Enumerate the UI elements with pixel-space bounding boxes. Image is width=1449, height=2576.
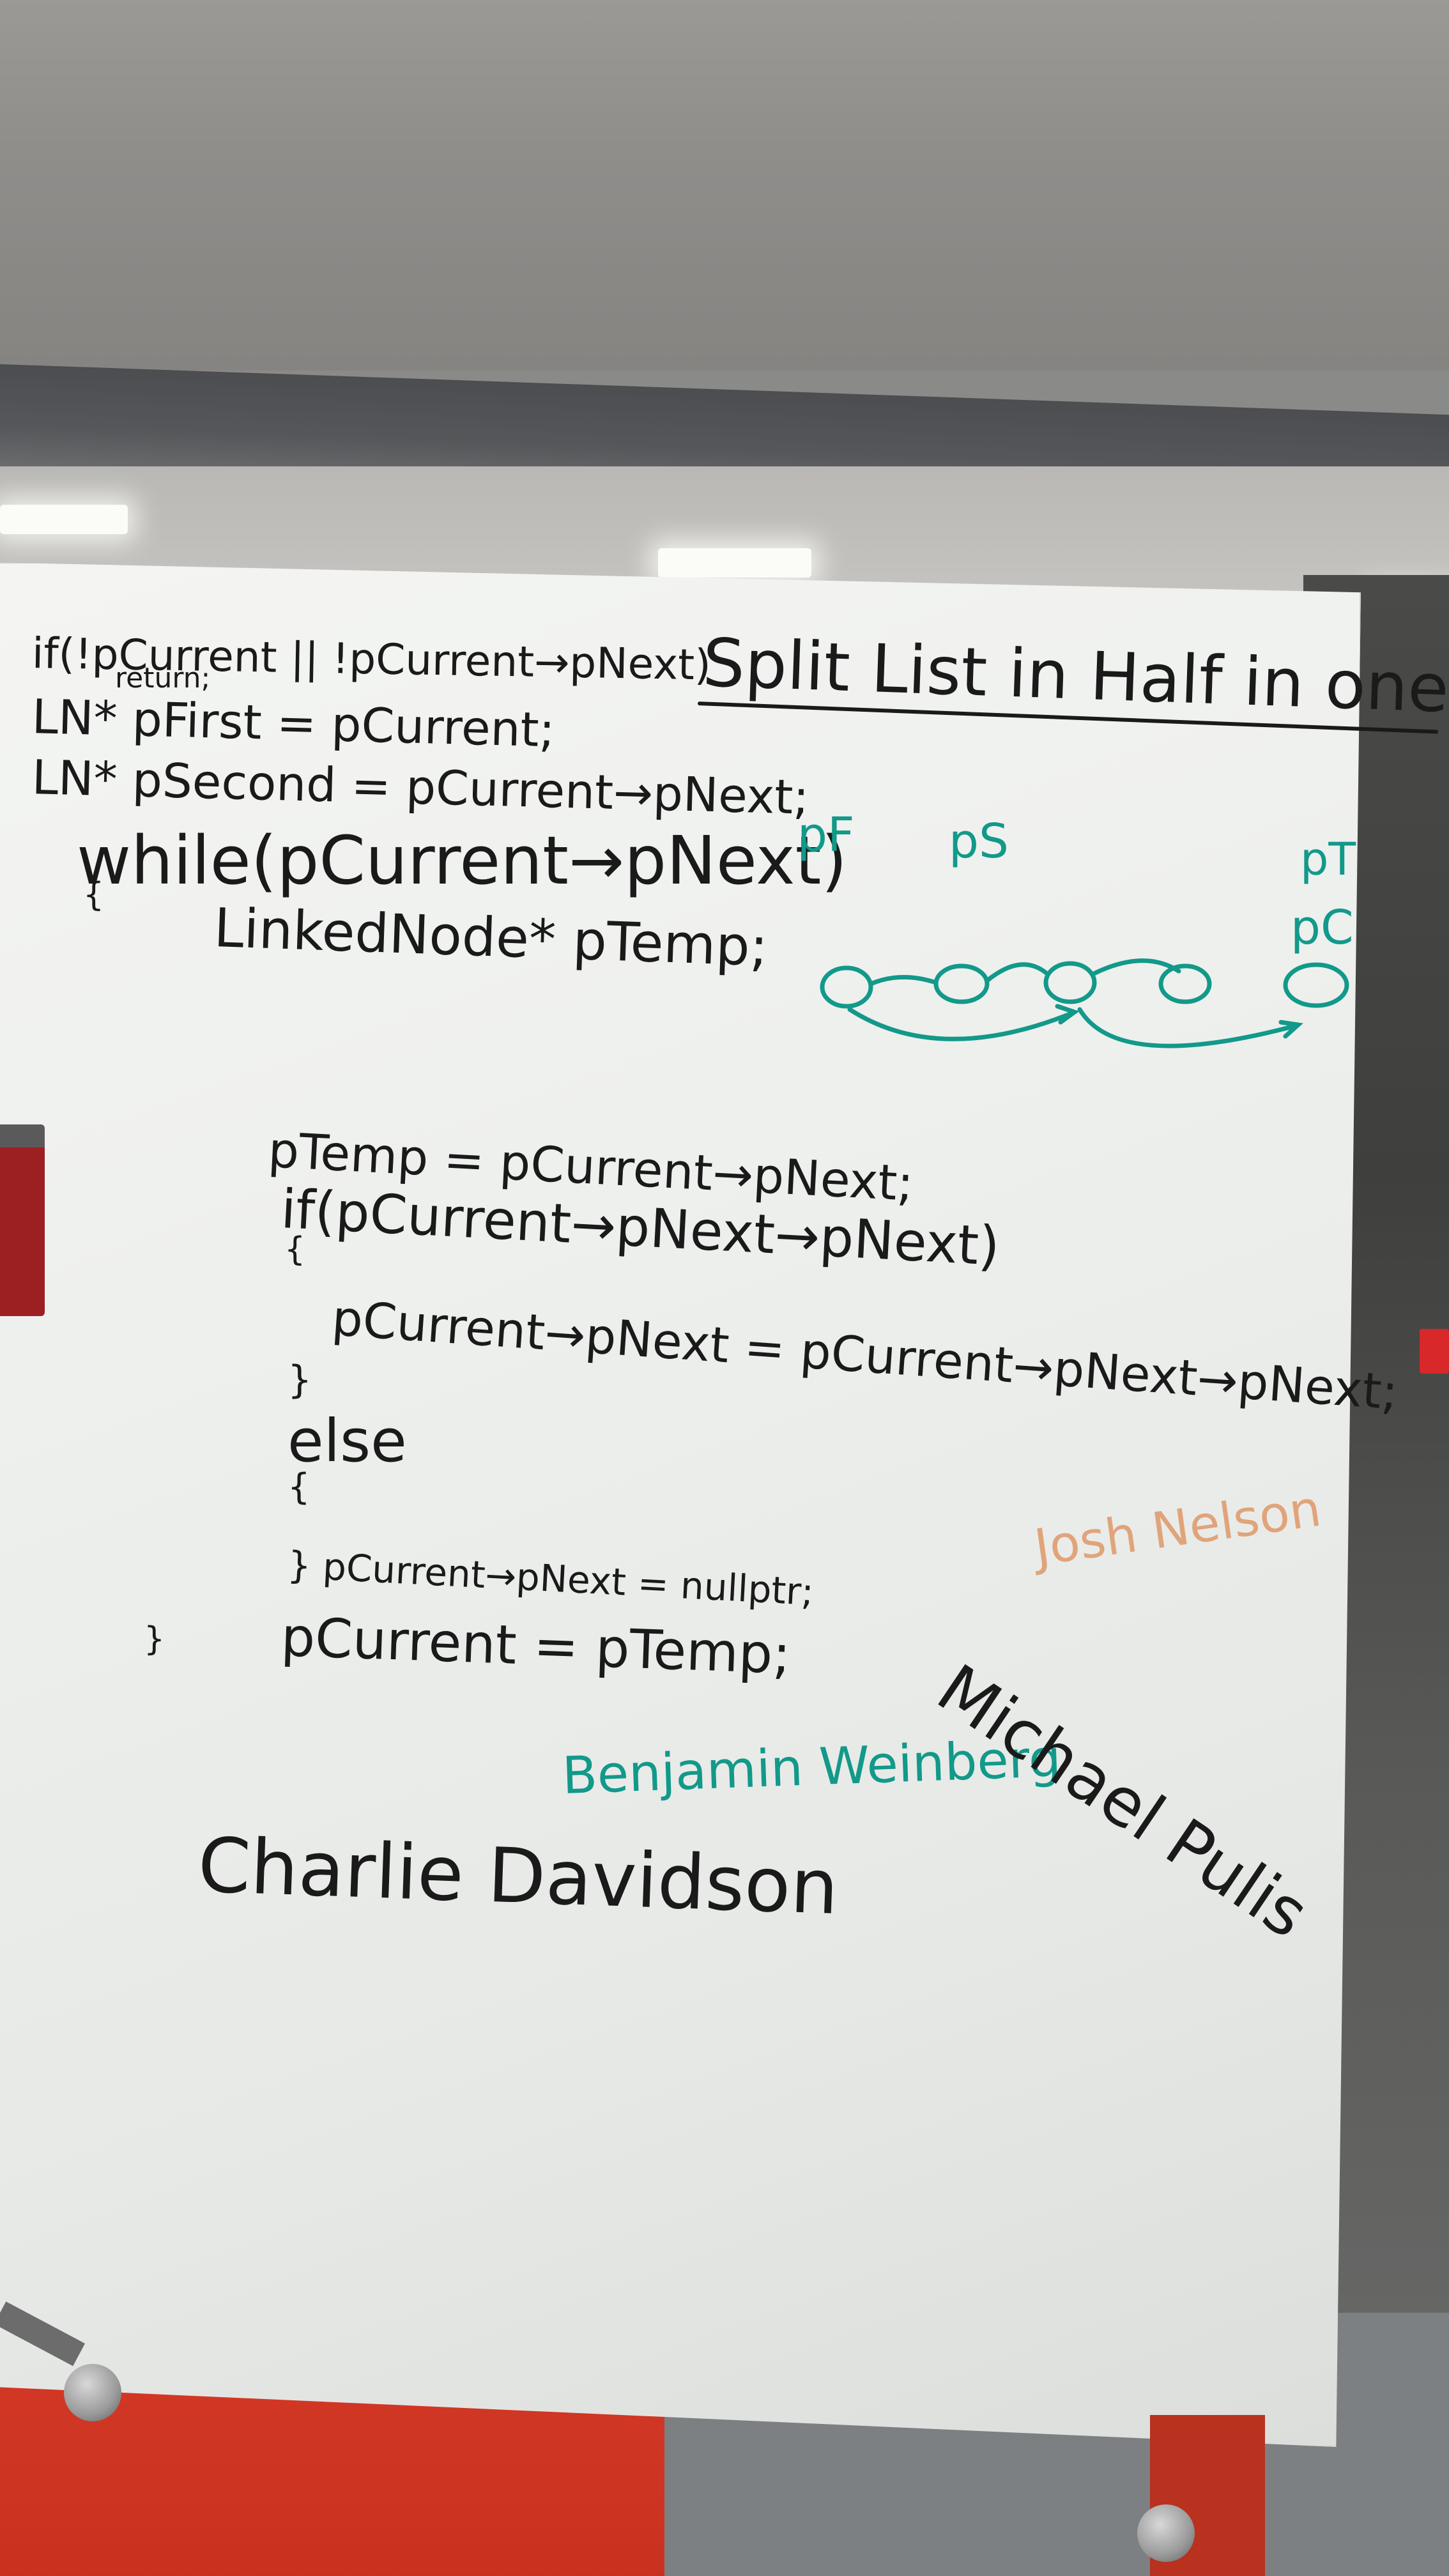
signature: Charlie Davidson: [196, 1821, 840, 1931]
brace-open: {: [288, 1466, 310, 1508]
whiteboard: [0, 562, 1361, 2447]
list-node: [1158, 963, 1212, 1004]
list-node: [820, 965, 873, 1009]
caster-wheel: [1137, 2504, 1195, 2562]
diagram-label-ps: pS: [949, 814, 1009, 869]
next-pointer-arrow: [1090, 958, 1181, 977]
code-line-2: LN* pFirst = pCurrent;: [31, 689, 556, 758]
list-node: [1283, 962, 1349, 1008]
caster-wheel: [64, 2364, 121, 2421]
arrow-head: [1055, 1004, 1080, 1025]
skip-pointer-arrow: [1077, 1007, 1300, 1048]
whiteboard-eraser: [0, 1124, 45, 1316]
next-pointer-arrow: [868, 974, 939, 986]
code-line-1-note: return;: [115, 662, 211, 694]
linked-list-diagram: [820, 958, 1349, 1048]
list-node: [933, 963, 990, 1004]
brace-open: {: [83, 876, 105, 914]
ceiling-light: [658, 548, 811, 578]
ceiling-light: [0, 505, 128, 534]
code-line-4: while(pCurrent→pNext): [77, 822, 847, 900]
code-line-11: pCurrent = pTemp;: [280, 1606, 792, 1686]
ceiling: [0, 0, 1449, 371]
next-pointer-arrow: [985, 962, 1050, 983]
diagram-label-pc: pC: [1291, 900, 1354, 955]
red-cup: [1420, 1329, 1449, 1374]
diagram-label-pf: pF: [797, 808, 855, 862]
brace-open: {: [284, 1230, 306, 1269]
arrow-head: [1278, 1020, 1303, 1039]
skip-pointer-arrow: [847, 1007, 1076, 1041]
brace-close: }: [288, 1358, 312, 1402]
list-node: [1043, 961, 1097, 1004]
diagram-label-pt: pT: [1300, 833, 1356, 885]
brace-close: }: [144, 1620, 165, 1659]
code-line-9: else: [288, 1407, 407, 1475]
